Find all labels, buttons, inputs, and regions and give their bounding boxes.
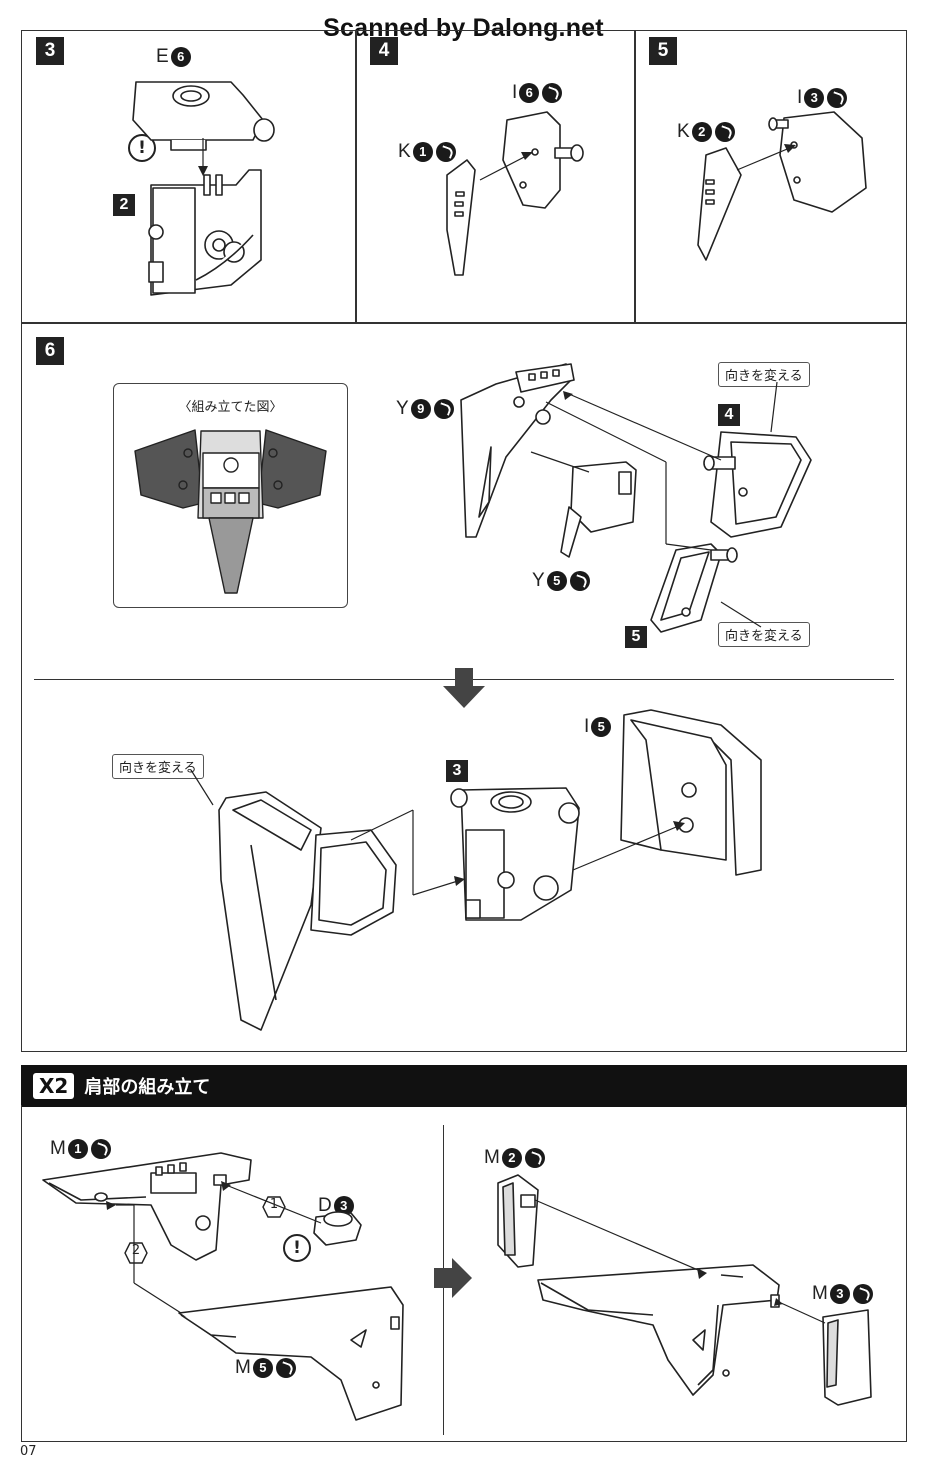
step-6-upper-drawing — [460, 363, 812, 633]
step-4-drawing — [446, 111, 584, 276]
right-arrow-icon — [434, 1258, 472, 1298]
part-number-badge: 3 — [804, 88, 825, 108]
turn-around-callout-top: 向きを変える — [718, 362, 810, 387]
part-number-badge: 2 — [501, 1148, 522, 1168]
part-number-badge: 3 — [829, 1284, 850, 1304]
part-number-badge: 1 — [412, 142, 433, 162]
step-3-panel — [21, 30, 357, 324]
ref-part-5: 5 — [625, 626, 647, 648]
step-6-number: 6 — [36, 337, 64, 365]
order-step-2-label: 2 — [131, 1243, 141, 1258]
part-number-badge: 3 — [333, 1196, 354, 1216]
part-number-badge: 5 — [546, 571, 567, 591]
gate-cut-icon — [852, 1284, 873, 1304]
gate-cut-icon — [714, 122, 735, 142]
gate-cut-icon — [433, 399, 454, 419]
step-3-number: 3 — [36, 37, 64, 65]
gate-cut-icon — [275, 1358, 296, 1378]
assembled-view-title: 〈組み立てた図〉 — [178, 400, 283, 415]
part-number-badge: 1 — [67, 1139, 88, 1159]
part-number-badge: 6 — [519, 83, 540, 103]
step-5-number: 5 — [649, 37, 677, 65]
shoulder-right-drawing — [497, 1174, 872, 1406]
part-number-badge: 2 — [691, 122, 712, 142]
step-4-panel — [355, 30, 636, 324]
shoulder-section-panel — [21, 1105, 907, 1442]
ref-part-4: 4 — [718, 404, 740, 426]
shoulder-left-drawing — [42, 1152, 404, 1421]
section-title: 肩部の組み立て — [84, 1077, 211, 1098]
gate-cut-icon — [435, 142, 456, 162]
assembled-view-drawing — [134, 429, 327, 594]
substep-2-number: 2 — [113, 194, 135, 216]
part-number-badge: 6 — [170, 47, 191, 67]
part-number-badge: 9 — [410, 399, 431, 419]
assembled-view-box — [113, 383, 348, 608]
step-4-number: 4 — [370, 37, 398, 65]
order-step-2-icon — [124, 1242, 148, 1264]
step-5-drawing — [697, 111, 867, 261]
step-6-panel — [21, 322, 907, 1052]
ref-part-3: 3 — [446, 760, 468, 782]
step-6-lower-drawing — [190, 709, 762, 1031]
gate-cut-icon — [524, 1148, 545, 1168]
step-3-drawing — [132, 81, 275, 296]
shoulder-section-header: X2 肩部の組み立て — [21, 1065, 907, 1107]
gate-cut-icon — [827, 88, 848, 108]
down-arrow-icon — [443, 668, 485, 708]
gate-cut-icon — [542, 83, 563, 103]
gate-cut-icon — [90, 1139, 111, 1159]
step-5-panel — [634, 30, 907, 324]
exclamation-warning-icon: ! — [283, 1234, 311, 1262]
turn-around-callout-bottom: 向きを変える — [718, 622, 810, 647]
part-number-badge: 5 — [591, 717, 612, 737]
page-number: 07 — [20, 1444, 37, 1459]
x2-badge: X2 — [33, 1073, 75, 1099]
gate-cut-icon — [569, 571, 590, 591]
turn-around-callout-lower: 向きを変える — [112, 754, 204, 779]
part-number-badge: 5 — [252, 1358, 273, 1378]
watermark: Scanned by Dalong.net — [323, 14, 604, 42]
